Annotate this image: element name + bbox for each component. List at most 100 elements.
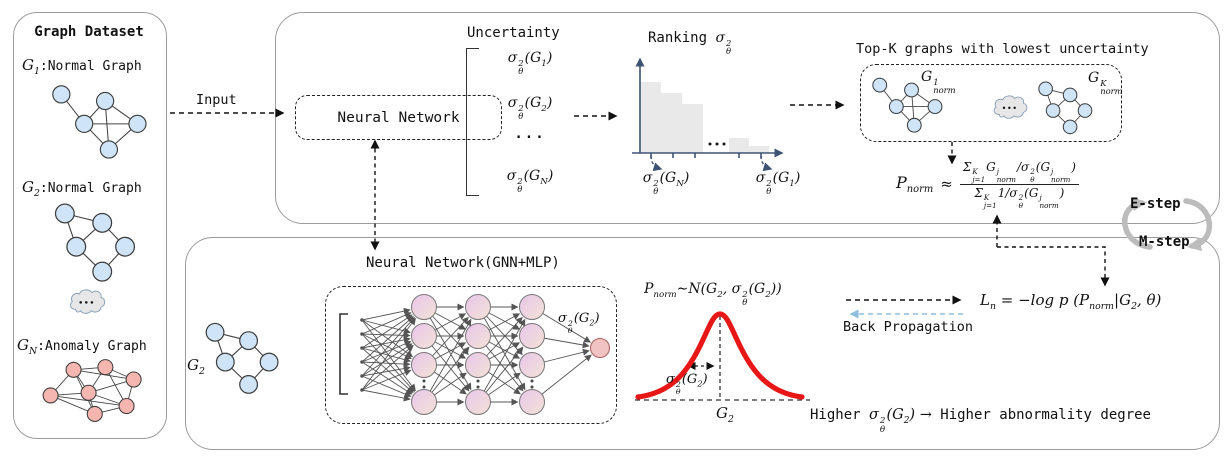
gaussian-curve-illustration [635, 311, 810, 401]
bar [640, 82, 661, 153]
input-bracket [339, 313, 348, 395]
pnorm-lhs: Pnorm [896, 173, 934, 196]
tick-arrow-right [760, 155, 773, 172]
input-label: Input [196, 92, 237, 108]
ellipsis-cloud-icon [69, 289, 106, 314]
nn-input-dot [360, 374, 364, 378]
ranking-bar-chart [632, 57, 784, 172]
nn-node [465, 323, 491, 349]
topk-box [860, 64, 1122, 142]
nn-edge [361, 365, 411, 377]
tick-arrow-left [650, 155, 663, 172]
g2-symbol: G2 [22, 178, 40, 199]
backprop-label: Back Propagation [843, 319, 974, 335]
nn-edge [361, 389, 411, 402]
nn-node [465, 294, 491, 320]
note-prefix: Higher [810, 407, 870, 423]
gn-symbol: GN [17, 336, 38, 357]
nn-edge [361, 343, 413, 377]
ranking-bars [640, 82, 769, 153]
nn-edge [361, 314, 413, 349]
top-panel [275, 12, 1220, 224]
nn-vdots [422, 379, 426, 383]
nn-edge [361, 317, 415, 377]
nn-input-dot [360, 318, 364, 322]
nn-input-dot [360, 332, 364, 336]
graph-nodes [52, 85, 147, 159]
graph-nodes [872, 77, 943, 133]
dataset-panel [13, 12, 167, 439]
nn-node [411, 389, 437, 415]
nn-edge [361, 333, 415, 393]
nn-node [411, 352, 437, 378]
g1-label: :Normal Graph [39, 59, 142, 74]
nn-edge [361, 360, 411, 368]
gn-label: :Anomaly Graph [37, 339, 147, 354]
nn-input-dot [360, 388, 364, 392]
nn-vdots [530, 385, 534, 389]
graph-nodes [1038, 81, 1093, 135]
nn-edge [423, 318, 472, 403]
nn-edge [361, 344, 414, 391]
nn-edge [361, 347, 411, 363]
bar [682, 104, 703, 153]
nn-node [519, 389, 545, 415]
topk-title: Top-K graphs with lowest uncertainty [856, 41, 1149, 57]
neural-network-box: Neural Network [295, 95, 502, 140]
nn-vdots [530, 379, 534, 383]
nn-edge [361, 336, 411, 349]
graph-nodes [205, 322, 279, 394]
nn-edge [361, 361, 413, 395]
dataset-panel-title: Graph Dataset [34, 24, 144, 40]
topk-ellipsis-cloud-icon [993, 95, 1028, 119]
nn-edge [361, 317, 416, 391]
nn-input-dot [360, 360, 364, 364]
nn-edge [361, 307, 411, 321]
uncertainty-bracket [466, 48, 479, 196]
neural-network-illustration [339, 294, 611, 415]
nn-edge [361, 369, 412, 391]
g1-symbol: G1 [22, 56, 40, 77]
nn-node [465, 352, 491, 378]
ranking-axes [632, 57, 784, 158]
nn-node [411, 294, 437, 320]
note-suffix: Higher abnormality degree [931, 407, 1151, 423]
ranking-ellipsis-dots [708, 142, 726, 146]
nn-edge [361, 315, 414, 363]
normal-graph-2-illustration [54, 203, 136, 282]
cloud-shape [69, 289, 106, 314]
g2-label: :Normal Graph [39, 181, 142, 196]
nn-edge [361, 319, 414, 358]
bar [749, 146, 769, 153]
normal-graph-1-illustration [52, 85, 147, 159]
pnorm-approx: ≈ [940, 175, 953, 194]
gaussian-x-label: G2 [716, 404, 734, 425]
bar [661, 93, 682, 153]
nn-input-dot [360, 346, 364, 350]
dataset-item-gn: GN:Anomaly Graph [17, 336, 147, 357]
nn-edge [361, 311, 412, 335]
nn-edge [361, 319, 411, 335]
nn-node [519, 352, 545, 378]
nn-output-node [589, 337, 611, 359]
topk-graph-1-illustration [872, 77, 943, 133]
m-step-label: M-step [1139, 234, 1190, 250]
nn-edge [361, 347, 414, 394]
gnn-mlp-box [325, 286, 617, 424]
neural-network-box-label: Neural Network [337, 109, 460, 126]
g2-input-label: G2 [187, 356, 205, 377]
uncertainty-item-ellipsis: ... [514, 126, 546, 142]
nn-node [519, 323, 545, 349]
